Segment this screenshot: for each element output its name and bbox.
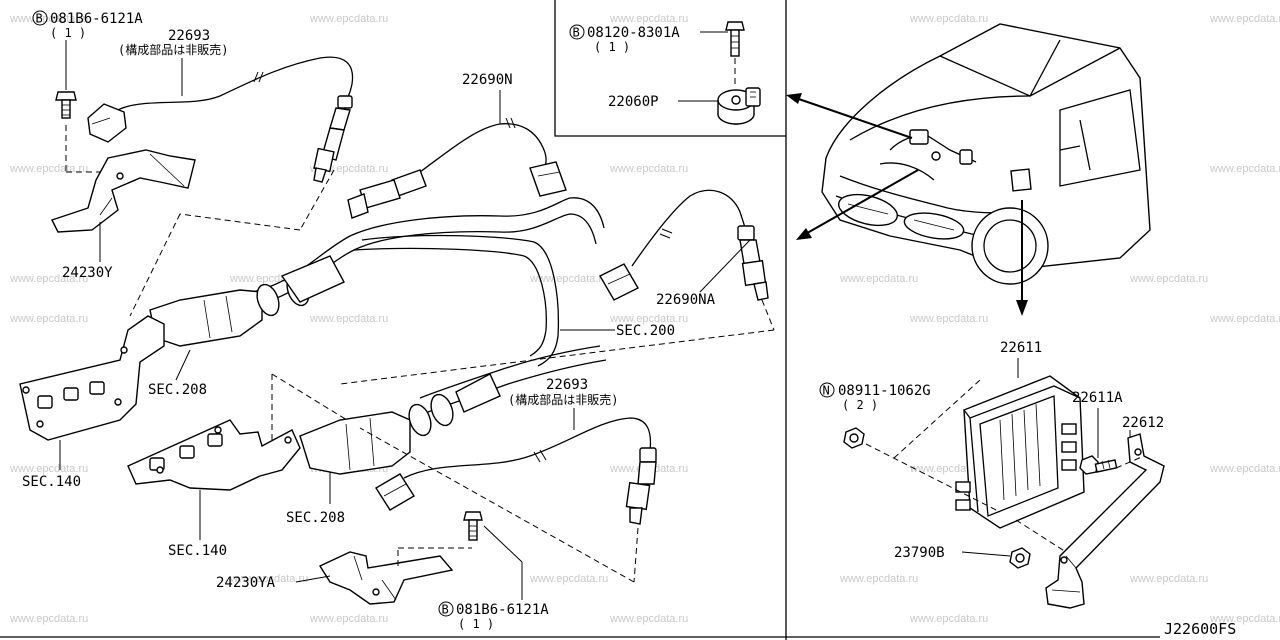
label-22611: 22611	[1000, 340, 1042, 356]
watermark: www.epcdata.ru	[9, 13, 88, 25]
prefix-b-marker: B	[573, 26, 580, 40]
watermark: www.epcdata.ru	[1209, 163, 1280, 175]
note-not-sold-top: (構成部品は非販売)	[118, 42, 228, 57]
watermark: www.epcdata.ru	[609, 313, 688, 325]
label-sec208-lower: SEC.208	[286, 510, 345, 526]
watermark: www.epcdata.ru	[529, 573, 608, 585]
engine-control-module-22611[interactable]	[955, 375, 1085, 529]
watermark: www.epcdata.ru	[609, 163, 688, 175]
label-22060P: 22060P	[608, 94, 659, 110]
label-sec200: SEC.200	[616, 323, 675, 339]
watermark: www.epcdata.ru	[309, 313, 388, 325]
nut-23790B[interactable]	[1009, 547, 1031, 569]
leader-24230YA	[295, 575, 331, 583]
watermark: www.epcdata.ru	[1209, 13, 1280, 25]
air-fuel-ratio-sensor-22690N[interactable]	[347, 117, 567, 219]
inset-box	[554, 0, 786, 137]
label-22690N: 22690N	[462, 72, 513, 88]
bolt-081B6-6121A-top[interactable]: B 081B6-6121A ( 1 )	[32, 10, 143, 119]
watermark: www.epcdata.ru	[1129, 573, 1208, 585]
arrow-head	[786, 93, 802, 104]
nut-qty: ( 2 )	[842, 398, 878, 412]
watermark: www.epcdata.ru	[909, 313, 988, 325]
heated-oxygen-sensor-22693-upper[interactable]	[87, 56, 354, 183]
watermark: www.epcdata.ru	[529, 273, 608, 285]
prefix-b-marker: B	[442, 603, 449, 617]
bolt-22611A[interactable]	[1079, 455, 1118, 475]
leader-sec208-upper	[175, 349, 191, 381]
watermark: www.epcdata.ru	[609, 613, 688, 625]
diagram-code: J22600FS	[1164, 620, 1236, 638]
watermark: www.epcdata.ru	[9, 313, 88, 325]
bracket-24230YA[interactable]	[318, 551, 454, 605]
inset-bolt-code: 08120-8301A	[587, 25, 680, 41]
heated-oxygen-sensor-22693-lower[interactable]	[375, 417, 657, 525]
watermark: www.epcdata.ru	[229, 573, 308, 585]
nut-code: 08911-1062G	[838, 383, 931, 399]
watermark: www.epcdata.ru	[839, 573, 918, 585]
label-sec140-lower: SEC.140	[168, 543, 227, 559]
label-22612: 22612	[1122, 415, 1164, 431]
label-24230YA: 24230YA	[216, 575, 276, 591]
watermark: www.epcdata.ru	[9, 613, 88, 625]
note-not-sold-bottom: (構成部品は非販売)	[508, 392, 618, 407]
watermark: www.epcdata.ru	[909, 13, 988, 25]
arrow-head	[796, 228, 812, 240]
bolt-top-left-qty: ( 1 )	[50, 26, 86, 40]
bolt-081B6-6121A-bottom[interactable]: B 081B6-6121A ( 1 )	[438, 511, 549, 631]
arrow-to-knock-sensor	[789, 95, 913, 139]
watermark: www.epcdata.ru	[1209, 463, 1280, 475]
bolt-top-left-code: 081B6-6121A	[50, 11, 143, 27]
watermark: www.epcdata.ru	[609, 13, 688, 25]
label-sec140-upper: SEC.140	[22, 474, 81, 490]
watermark: www.epcdata.ru	[839, 273, 918, 285]
watermark: www.epcdata.ru	[309, 13, 388, 25]
label-24230Y: 24230Y	[62, 265, 113, 281]
arrow-to-exhaust	[801, 169, 919, 237]
nut-08911-1062G[interactable]: N 08911-1062G ( 2 )	[819, 382, 931, 449]
bolt-bottom-qty: ( 1 )	[458, 617, 494, 631]
label-22693-bottom: 22693	[546, 377, 588, 393]
label-22690NA: 22690NA	[656, 292, 716, 308]
knock-sensor-22060P[interactable]	[717, 87, 761, 125]
label-sec208-upper: SEC.208	[148, 382, 207, 398]
exhaust-manifold-upper[interactable]	[19, 315, 165, 441]
bracket-22612[interactable]	[1045, 433, 1165, 609]
watermark: www.epcdata.ru	[1129, 273, 1208, 285]
air-fuel-ratio-sensor-22690NA[interactable]	[599, 189, 769, 301]
arrow-head	[1016, 300, 1028, 316]
prefix-n-marker: N	[823, 384, 830, 398]
watermark: www.epcdata.ru	[9, 273, 88, 285]
label-22693-top: 22693	[168, 28, 210, 44]
watermark: www.epcdata.ru	[309, 613, 388, 625]
label-22611A: 22611A	[1072, 390, 1123, 406]
bracket-24230Y[interactable]	[51, 149, 196, 233]
catalytic-converter-lower[interactable]	[299, 345, 607, 475]
watermark: www.epcdata.ru	[1209, 613, 1280, 625]
leader-22690NA	[699, 239, 751, 293]
watermark: www.epcdata.ru	[9, 163, 88, 175]
prefix-b-marker: B	[36, 12, 43, 26]
watermark: www.epcdata.ru	[1209, 313, 1280, 325]
watermark: www.epcdata.ru	[9, 463, 88, 475]
exhaust-manifold-lower[interactable]	[127, 419, 301, 491]
bolt-08120-8301A[interactable]: B 08120-8301A ( 1 )	[569, 21, 745, 57]
watermark: www.epcdata.ru	[909, 613, 988, 625]
leader-bolt-bottom	[483, 525, 523, 563]
bolt-bottom-code: 081B6-6121A	[456, 602, 549, 618]
inset-bolt-qty: ( 1 )	[594, 40, 630, 54]
leader-23790B	[961, 551, 1011, 557]
label-23790B: 23790B	[894, 545, 945, 561]
car-front-view	[821, 23, 1151, 285]
